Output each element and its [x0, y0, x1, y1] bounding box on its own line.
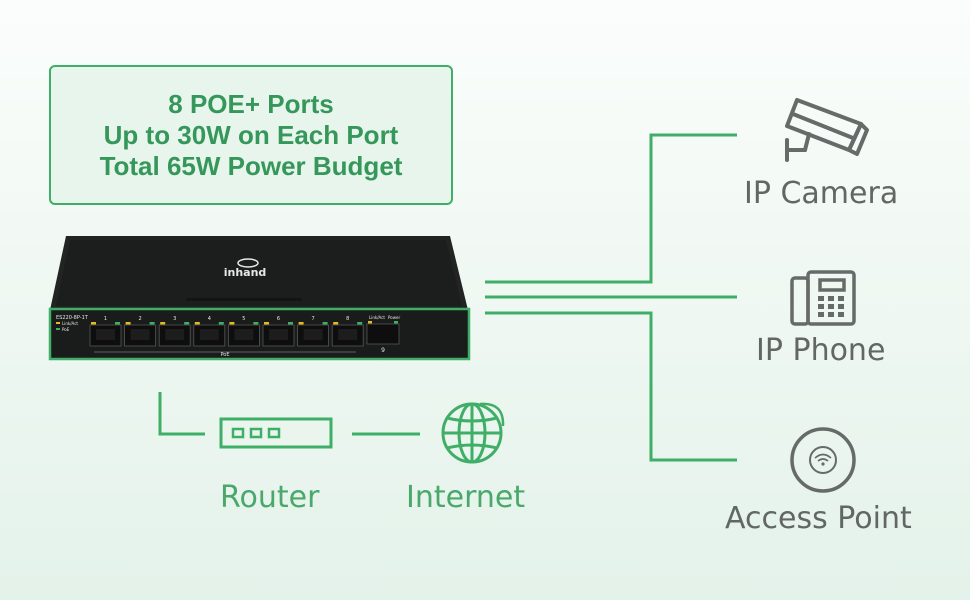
- led-legend-link: Link/Act: [62, 321, 78, 326]
- port-number: 5: [242, 316, 245, 322]
- access-point-label: Access Point: [725, 501, 912, 536]
- ethernet-port: 2: [124, 316, 156, 347]
- ethernet-port: 5: [227, 316, 260, 347]
- ethernet-port: 8: [331, 316, 364, 347]
- port-number: 8: [346, 316, 349, 322]
- ethernet-port: 3: [158, 316, 191, 347]
- port-row: 1 2 3 4 5 6 7 8: [89, 316, 364, 347]
- ethernet-port: 1: [89, 316, 122, 347]
- globe-icon: [441, 402, 505, 464]
- switch-brand: inhand: [224, 266, 267, 279]
- switch-model: ES220-8P-1T: [56, 315, 89, 321]
- poe-label: PoE: [220, 352, 229, 358]
- brand-logo-icon: [237, 258, 259, 268]
- desk-phone-icon: [790, 270, 856, 326]
- uplink-port-number: 9: [381, 347, 385, 354]
- feature-ports: 8 POE+ Ports: [168, 88, 334, 119]
- uplink-port: [366, 323, 400, 345]
- ip-camera-label: IP Camera: [744, 176, 899, 211]
- internet-label: Internet: [406, 480, 526, 515]
- port-number: 6: [277, 316, 280, 322]
- switch-vent: [186, 298, 302, 301]
- port-number: 2: [139, 316, 142, 322]
- wifi-access-point-icon: [790, 427, 856, 493]
- line-to-router: [158, 392, 205, 436]
- ethernet-port: 6: [262, 316, 295, 347]
- port-number: 1: [104, 316, 107, 322]
- port-number: 3: [173, 316, 176, 322]
- security-camera-icon: [785, 98, 869, 162]
- connection-lines: [158, 133, 737, 462]
- line-to-camera: [485, 133, 737, 284]
- port-number: 4: [208, 316, 211, 322]
- svg-text:Link/Act: Link/Act: [369, 315, 385, 320]
- ethernet-port: 7: [297, 316, 330, 347]
- line-to-ap: [485, 311, 737, 462]
- poe-switch: inhand ES220-8P-1T Link/Act PoE 1 2 3 4 5 6 7 8…: [48, 236, 471, 361]
- feature-per-port-power: Up to 30W on Each Port: [103, 119, 399, 150]
- router-label: Router: [220, 480, 320, 515]
- port-number: 7: [312, 316, 315, 322]
- led-legend-poe: PoE: [62, 327, 70, 332]
- feature-callout-box: 8 POE+ Ports Up to 30W on Each Port Tota…: [49, 65, 453, 205]
- ethernet-port: 4: [193, 316, 226, 347]
- feature-power-budget: Total 65W Power Budget: [99, 150, 403, 181]
- router-icon: [219, 417, 333, 449]
- ip-phone-label: IP Phone: [756, 333, 886, 368]
- svg-text:Power: Power: [388, 315, 400, 320]
